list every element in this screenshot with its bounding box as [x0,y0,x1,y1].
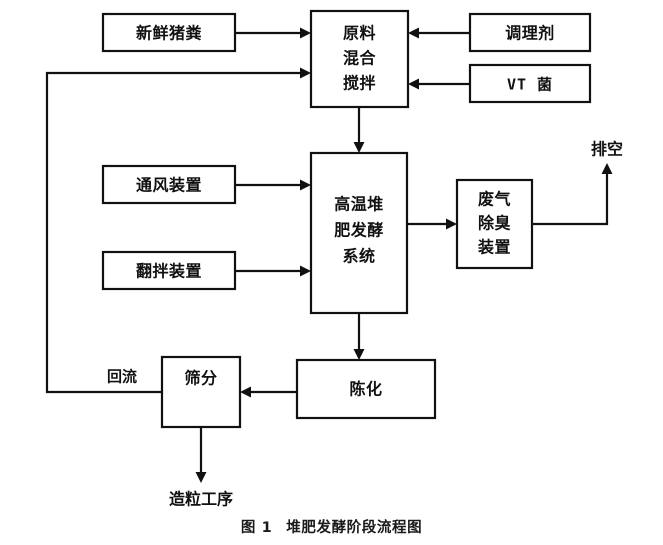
node-fresh-manure[interactable]: 新鲜猪粪 [101,12,237,53]
figure-caption-number: 图 1 [240,520,273,536]
node-deodorization-device-label-line2: 除臭 [478,214,511,233]
node-vt-bacteria-label: VT 菌 [507,76,553,94]
node-sieving[interactable]: 筛分 [160,355,242,429]
node-conditioner[interactable]: 调理剂 [468,12,592,53]
node-deodorization-device-label-line3: 装置 [477,238,511,257]
node-deodorization-device-label-line1: 废气 [478,190,511,209]
node-vt-bacteria[interactable]: VT 菌 [468,63,592,104]
edge-deodorization-to-vent [532,163,613,226]
node-ventilation-device-label: 通风装置 [136,176,202,195]
node-sieving-label: 筛分 [184,369,217,388]
node-fermentation-system-label-line3: 系统 [342,247,375,266]
edge-vt-bacteria-to-mixing [408,78,470,90]
node-fermentation-system-label-line1: 高温堆 [334,195,384,214]
node-raw-material-mixing[interactable]: 原料 混合 搅拌 [309,9,410,109]
node-turning-device[interactable]: 翻拌装置 [101,250,237,291]
node-conditioner-label: 调理剂 [505,24,555,43]
node-fermentation-system-label-line2: 肥发酵 [334,221,384,240]
node-aging[interactable]: 陈化 [295,358,437,420]
figure-caption-title: 堆肥发酵阶段流程图 [286,520,423,536]
figure-caption: 图 1 堆肥发酵阶段流程图 [0,516,663,537]
edge-aging-to-sieving [240,386,297,398]
edge-fermentation-to-deodorization [407,218,457,230]
edge-fresh-manure-to-mixing [235,27,311,39]
terminal-vent-to-atmosphere: 排空 [591,140,623,159]
node-fresh-manure-label: 新鲜猪粪 [136,24,202,43]
node-deodorization-device[interactable]: 废气 除臭 装置 [455,178,534,270]
node-raw-material-mixing-label-line1: 原料 [343,24,376,43]
node-aging-label: 陈化 [349,380,382,399]
node-raw-material-mixing-label-line3: 搅拌 [343,74,376,93]
node-fermentation-system[interactable]: 高温堆 肥发酵 系统 [309,151,409,315]
edge-conditioner-to-mixing [408,27,470,39]
edge-fermentation-to-aging [353,313,365,360]
node-raw-material-mixing-label-line2: 混合 [343,49,377,68]
edge-recirculation-to-mixing [45,67,311,394]
edge-mixing-to-fermentation [353,107,365,153]
node-turning-device-label: 翻拌装置 [136,262,202,281]
edge-sieving-to-granulation [195,427,207,483]
edge-label-recirculation: 回流 [107,368,137,386]
node-ventilation-device[interactable]: 通风装置 [101,164,237,205]
edge-turning-to-fermentation [235,265,311,277]
terminal-granulation-process: 造粒工序 [169,490,233,509]
edge-ventilation-to-fermentation [235,179,311,191]
